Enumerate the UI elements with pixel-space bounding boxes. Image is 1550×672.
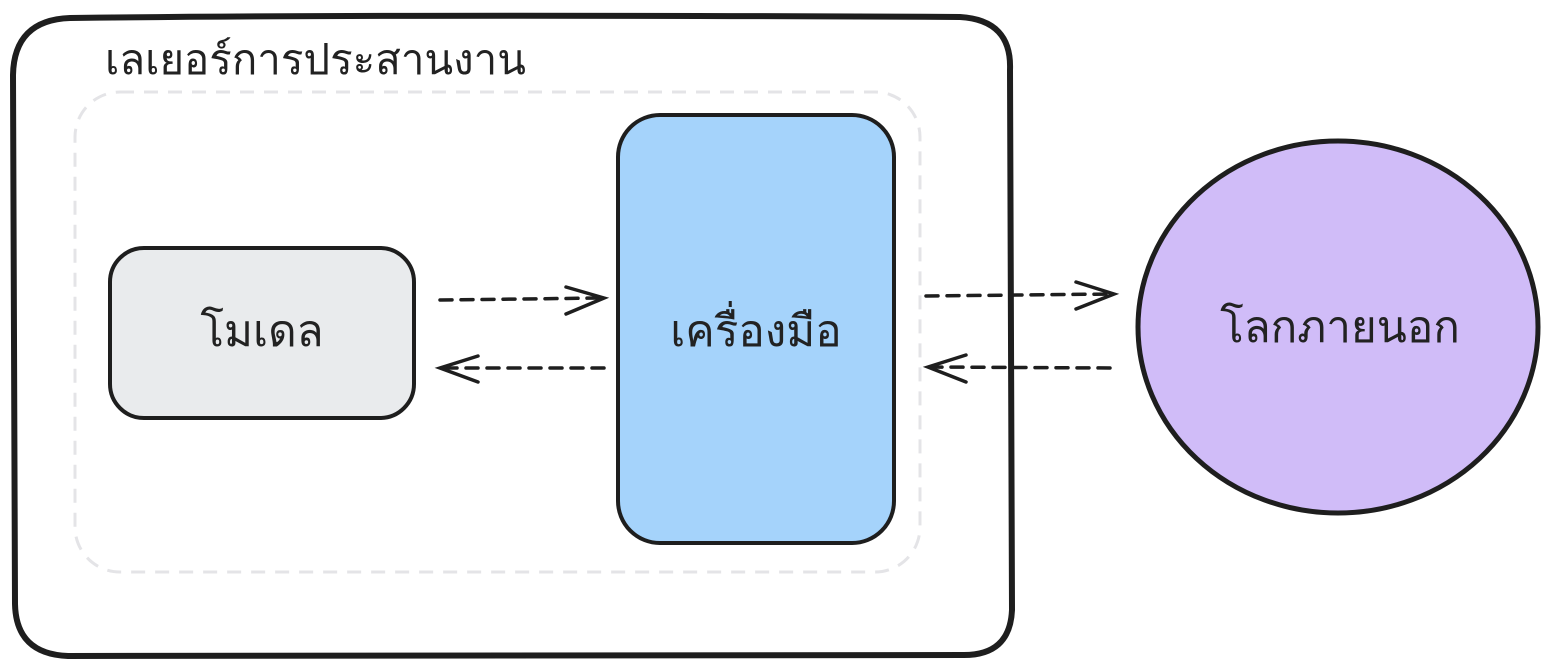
inner-group-dashed-box xyxy=(73,90,922,574)
external-world-label: โลกภายนอก xyxy=(1220,302,1460,353)
model-node xyxy=(108,246,416,420)
tool-node xyxy=(616,113,896,545)
model-label: โมเดล xyxy=(200,306,324,357)
arrow-world-to-tool xyxy=(922,353,1112,384)
coordination-layer-title: เลเยอร์การประสานงาน xyxy=(105,35,526,84)
tool-label: เครื่องมือ xyxy=(670,306,842,357)
arrow-tool-to-world xyxy=(924,280,1120,311)
arrow-tool-to-model xyxy=(434,354,606,384)
external-world-node xyxy=(1135,138,1541,516)
arrow-model-to-tool xyxy=(438,285,610,316)
